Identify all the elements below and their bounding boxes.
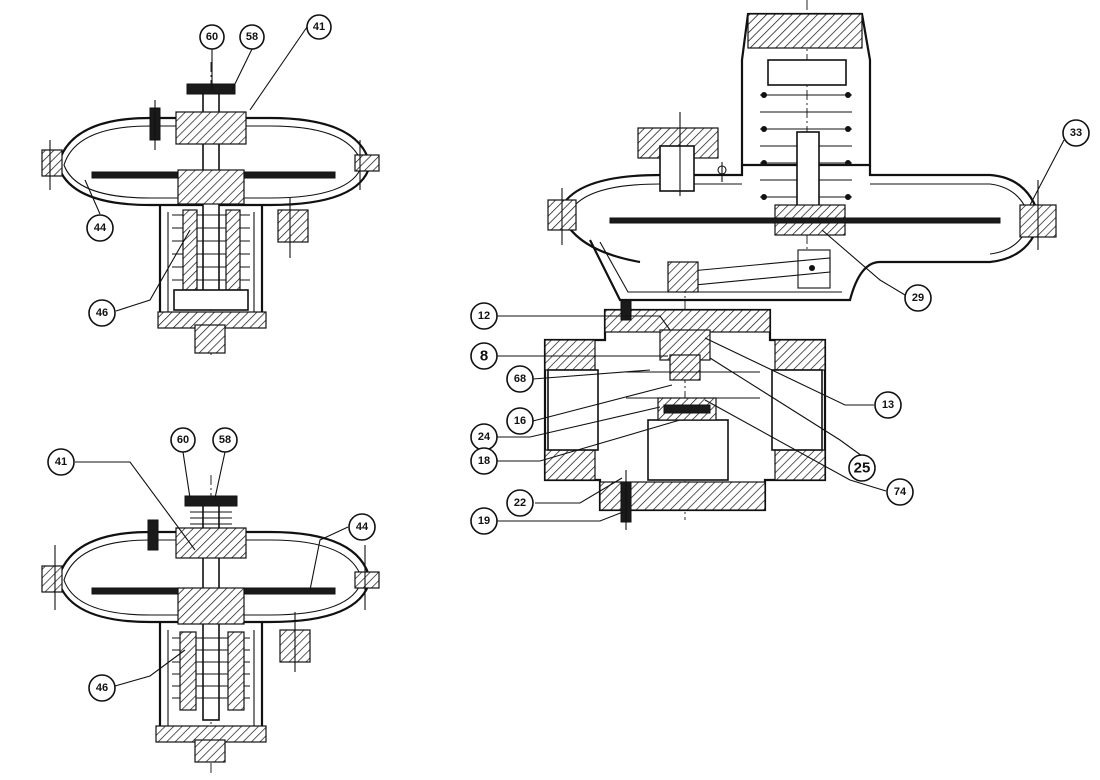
svg-text:22: 22 — [514, 497, 526, 509]
callout-bl-60: 60 — [170, 427, 196, 453]
svg-text:44: 44 — [94, 222, 107, 234]
callout-m-74: 74 — [886, 478, 914, 506]
svg-text:33: 33 — [1070, 127, 1082, 139]
svg-text:8: 8 — [480, 348, 488, 365]
top-left-assembly — [41, 62, 380, 355]
top-left-spring — [172, 209, 250, 291]
callout-tl-46: 46 — [88, 299, 116, 327]
callout-bl-41: 41 — [47, 448, 75, 476]
callout-tl-44: 44 — [86, 214, 114, 242]
svg-text:68: 68 — [514, 373, 526, 385]
callout-m-19: 19 — [470, 507, 498, 535]
svg-text:29: 29 — [912, 292, 924, 304]
callout-m-24: 24 — [470, 423, 498, 451]
leader-lines — [75, 26, 1065, 687]
svg-text:58: 58 — [246, 31, 258, 43]
svg-text:58: 58 — [219, 434, 231, 446]
svg-text:74: 74 — [894, 486, 907, 498]
callout-bl-58: 58 — [212, 427, 238, 453]
callout-m-8: 8 — [470, 342, 498, 370]
callout-m-12: 12 — [470, 302, 498, 330]
svg-text:12: 12 — [478, 310, 490, 322]
callout-m-16: 16 — [506, 407, 534, 435]
callout-bl-46: 46 — [88, 674, 116, 702]
svg-text:44: 44 — [356, 521, 369, 533]
callout-m-13: 13 — [874, 391, 902, 419]
svg-text:46: 46 — [96, 682, 108, 694]
callout-tl-58: 58 — [239, 24, 265, 50]
svg-text:18: 18 — [478, 455, 490, 467]
callout-bl-44: 44 — [348, 513, 376, 541]
svg-text:13: 13 — [882, 399, 894, 411]
svg-text:46: 46 — [96, 307, 108, 319]
callout-tl-60: 60 — [199, 24, 225, 50]
callout-m-22: 22 — [506, 489, 534, 517]
callout-m-33: 33 — [1062, 119, 1090, 147]
callout-tl-41: 41 — [306, 14, 332, 40]
callout-m-18: 18 — [470, 447, 498, 475]
svg-text:60: 60 — [177, 434, 189, 446]
svg-text:25: 25 — [854, 460, 871, 477]
svg-text:41: 41 — [313, 21, 325, 33]
callout-m-25: 25 — [848, 454, 876, 482]
bottom-left-assembly — [41, 475, 380, 775]
svg-text:24: 24 — [478, 431, 491, 443]
callout-m-68: 68 — [506, 365, 534, 393]
svg-text:16: 16 — [514, 415, 526, 427]
callout-m-29: 29 — [904, 284, 932, 312]
bottom-left-spring — [172, 631, 250, 711]
svg-text:60: 60 — [206, 31, 218, 43]
svg-text:19: 19 — [478, 515, 490, 527]
main-regulator-assembly — [543, 0, 1057, 530]
svg-text:41: 41 — [55, 456, 67, 468]
